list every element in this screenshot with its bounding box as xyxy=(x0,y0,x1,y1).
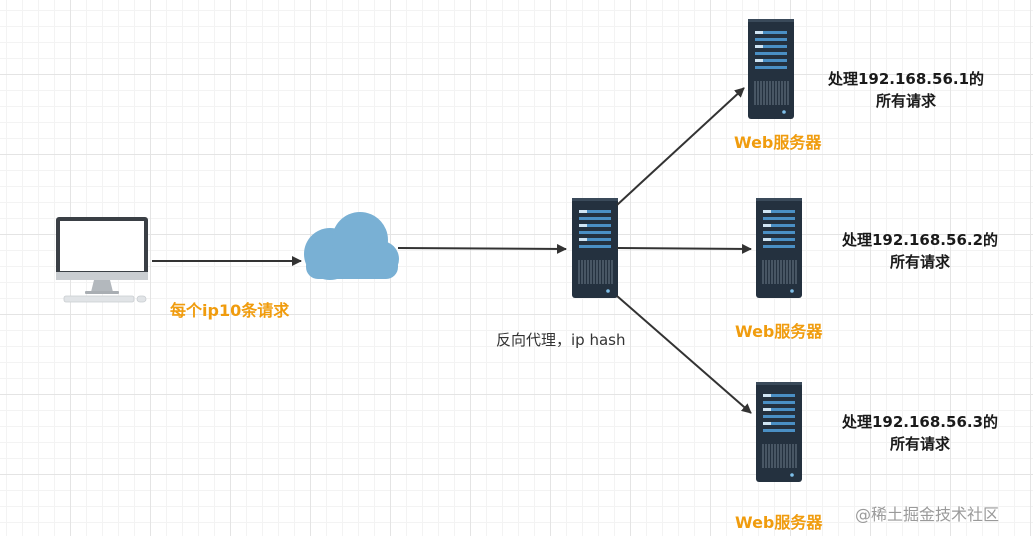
server-1-desc-line1: 处理192.168.56.1的 xyxy=(827,70,985,88)
server-3-desc-line1: 处理192.168.56.3的 xyxy=(841,413,999,431)
server-2-label: Web服务器 xyxy=(735,322,823,341)
server-3-desc-line2: 所有请求 xyxy=(889,435,950,453)
server-3-label: Web服务器 xyxy=(735,513,823,532)
server-2-description: 处理192.168.56.2的 所有请求 xyxy=(835,229,1005,273)
arrow-cloud-to-proxy xyxy=(397,243,567,254)
cloud-icon xyxy=(304,212,399,280)
watermark: @稀土掘金技术社区 xyxy=(855,505,1000,524)
server-2-desc-line2: 所有请求 xyxy=(889,253,950,271)
web-server-2-icon xyxy=(755,197,803,299)
arrow-proxy-to-server-1 xyxy=(616,87,745,206)
web-server-3-icon xyxy=(755,381,803,483)
server-1-desc-line2: 所有请求 xyxy=(875,92,936,110)
server-1-label: Web服务器 xyxy=(734,133,822,152)
proxy-server-icon xyxy=(571,197,619,299)
server-2-desc-line1: 处理192.168.56.2的 xyxy=(841,231,999,249)
client-label: 每个ip10条请求 xyxy=(170,301,290,320)
computer-icon xyxy=(56,217,148,303)
server-3-description: 处理192.168.56.3的 所有请求 xyxy=(835,411,1005,455)
proxy-label: 反向代理，ip hash xyxy=(496,331,626,349)
arrow-proxy-to-server-3 xyxy=(616,295,752,414)
server-1-description: 处理192.168.56.1的 所有请求 xyxy=(821,68,991,112)
arrow-proxy-to-server-2 xyxy=(616,243,752,254)
web-server-1-icon xyxy=(747,18,795,120)
